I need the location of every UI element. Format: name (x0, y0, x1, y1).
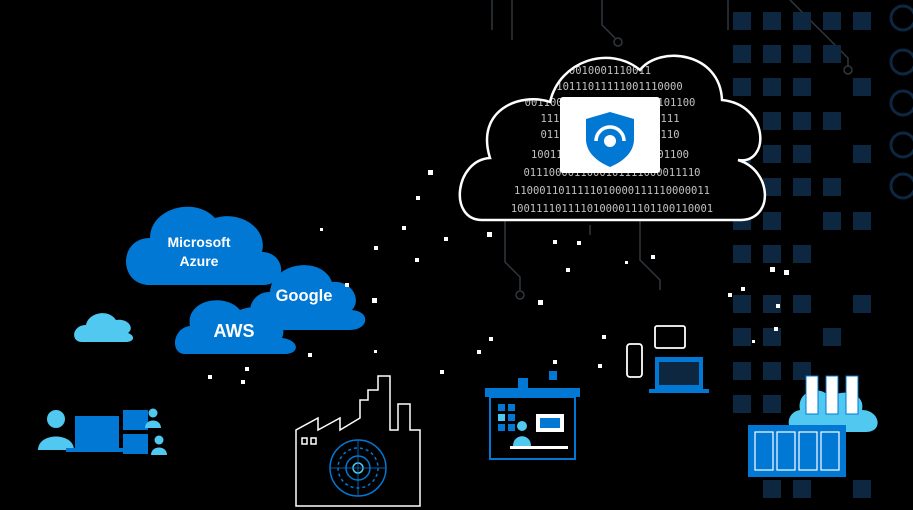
phone-icon (626, 343, 643, 378)
users-icon (38, 408, 167, 455)
shield-icon (560, 97, 660, 173)
small-cloud-icon (74, 313, 134, 342)
factory-icon (295, 375, 421, 507)
data-particles (208, 170, 789, 384)
svg-text:0010001110011: 0010001110011 (569, 65, 651, 77)
svg-text:110001101111101000011111000001: 1100011011111010000111110000011 (514, 185, 710, 197)
laptop-icon (649, 357, 709, 393)
cloud-aws: AWS (174, 300, 296, 354)
cloud-google: Google (249, 265, 366, 330)
google-label: Google (276, 287, 333, 305)
tablet-icon (654, 325, 686, 349)
server-rack-icon (748, 375, 878, 477)
svg-text:01110111011111001110000: 01110111011111001110000 (537, 81, 682, 93)
secure-cloud: 0010001110011 01110111011111001110000 00… (458, 54, 767, 222)
azure-label-line2: Azure (180, 253, 219, 269)
azure-label-line1: Microsoft (168, 234, 231, 250)
devices-icon (626, 325, 709, 393)
aws-label: AWS (213, 321, 254, 341)
office-building-icon (485, 371, 580, 460)
cloud-azure: Microsoft Azure (126, 206, 282, 285)
tile-grid (733, 12, 871, 498)
ring-decorations (889, 4, 913, 200)
svg-text:100111101111010000111011001100: 10011110111101000011101100110001 (511, 203, 713, 215)
